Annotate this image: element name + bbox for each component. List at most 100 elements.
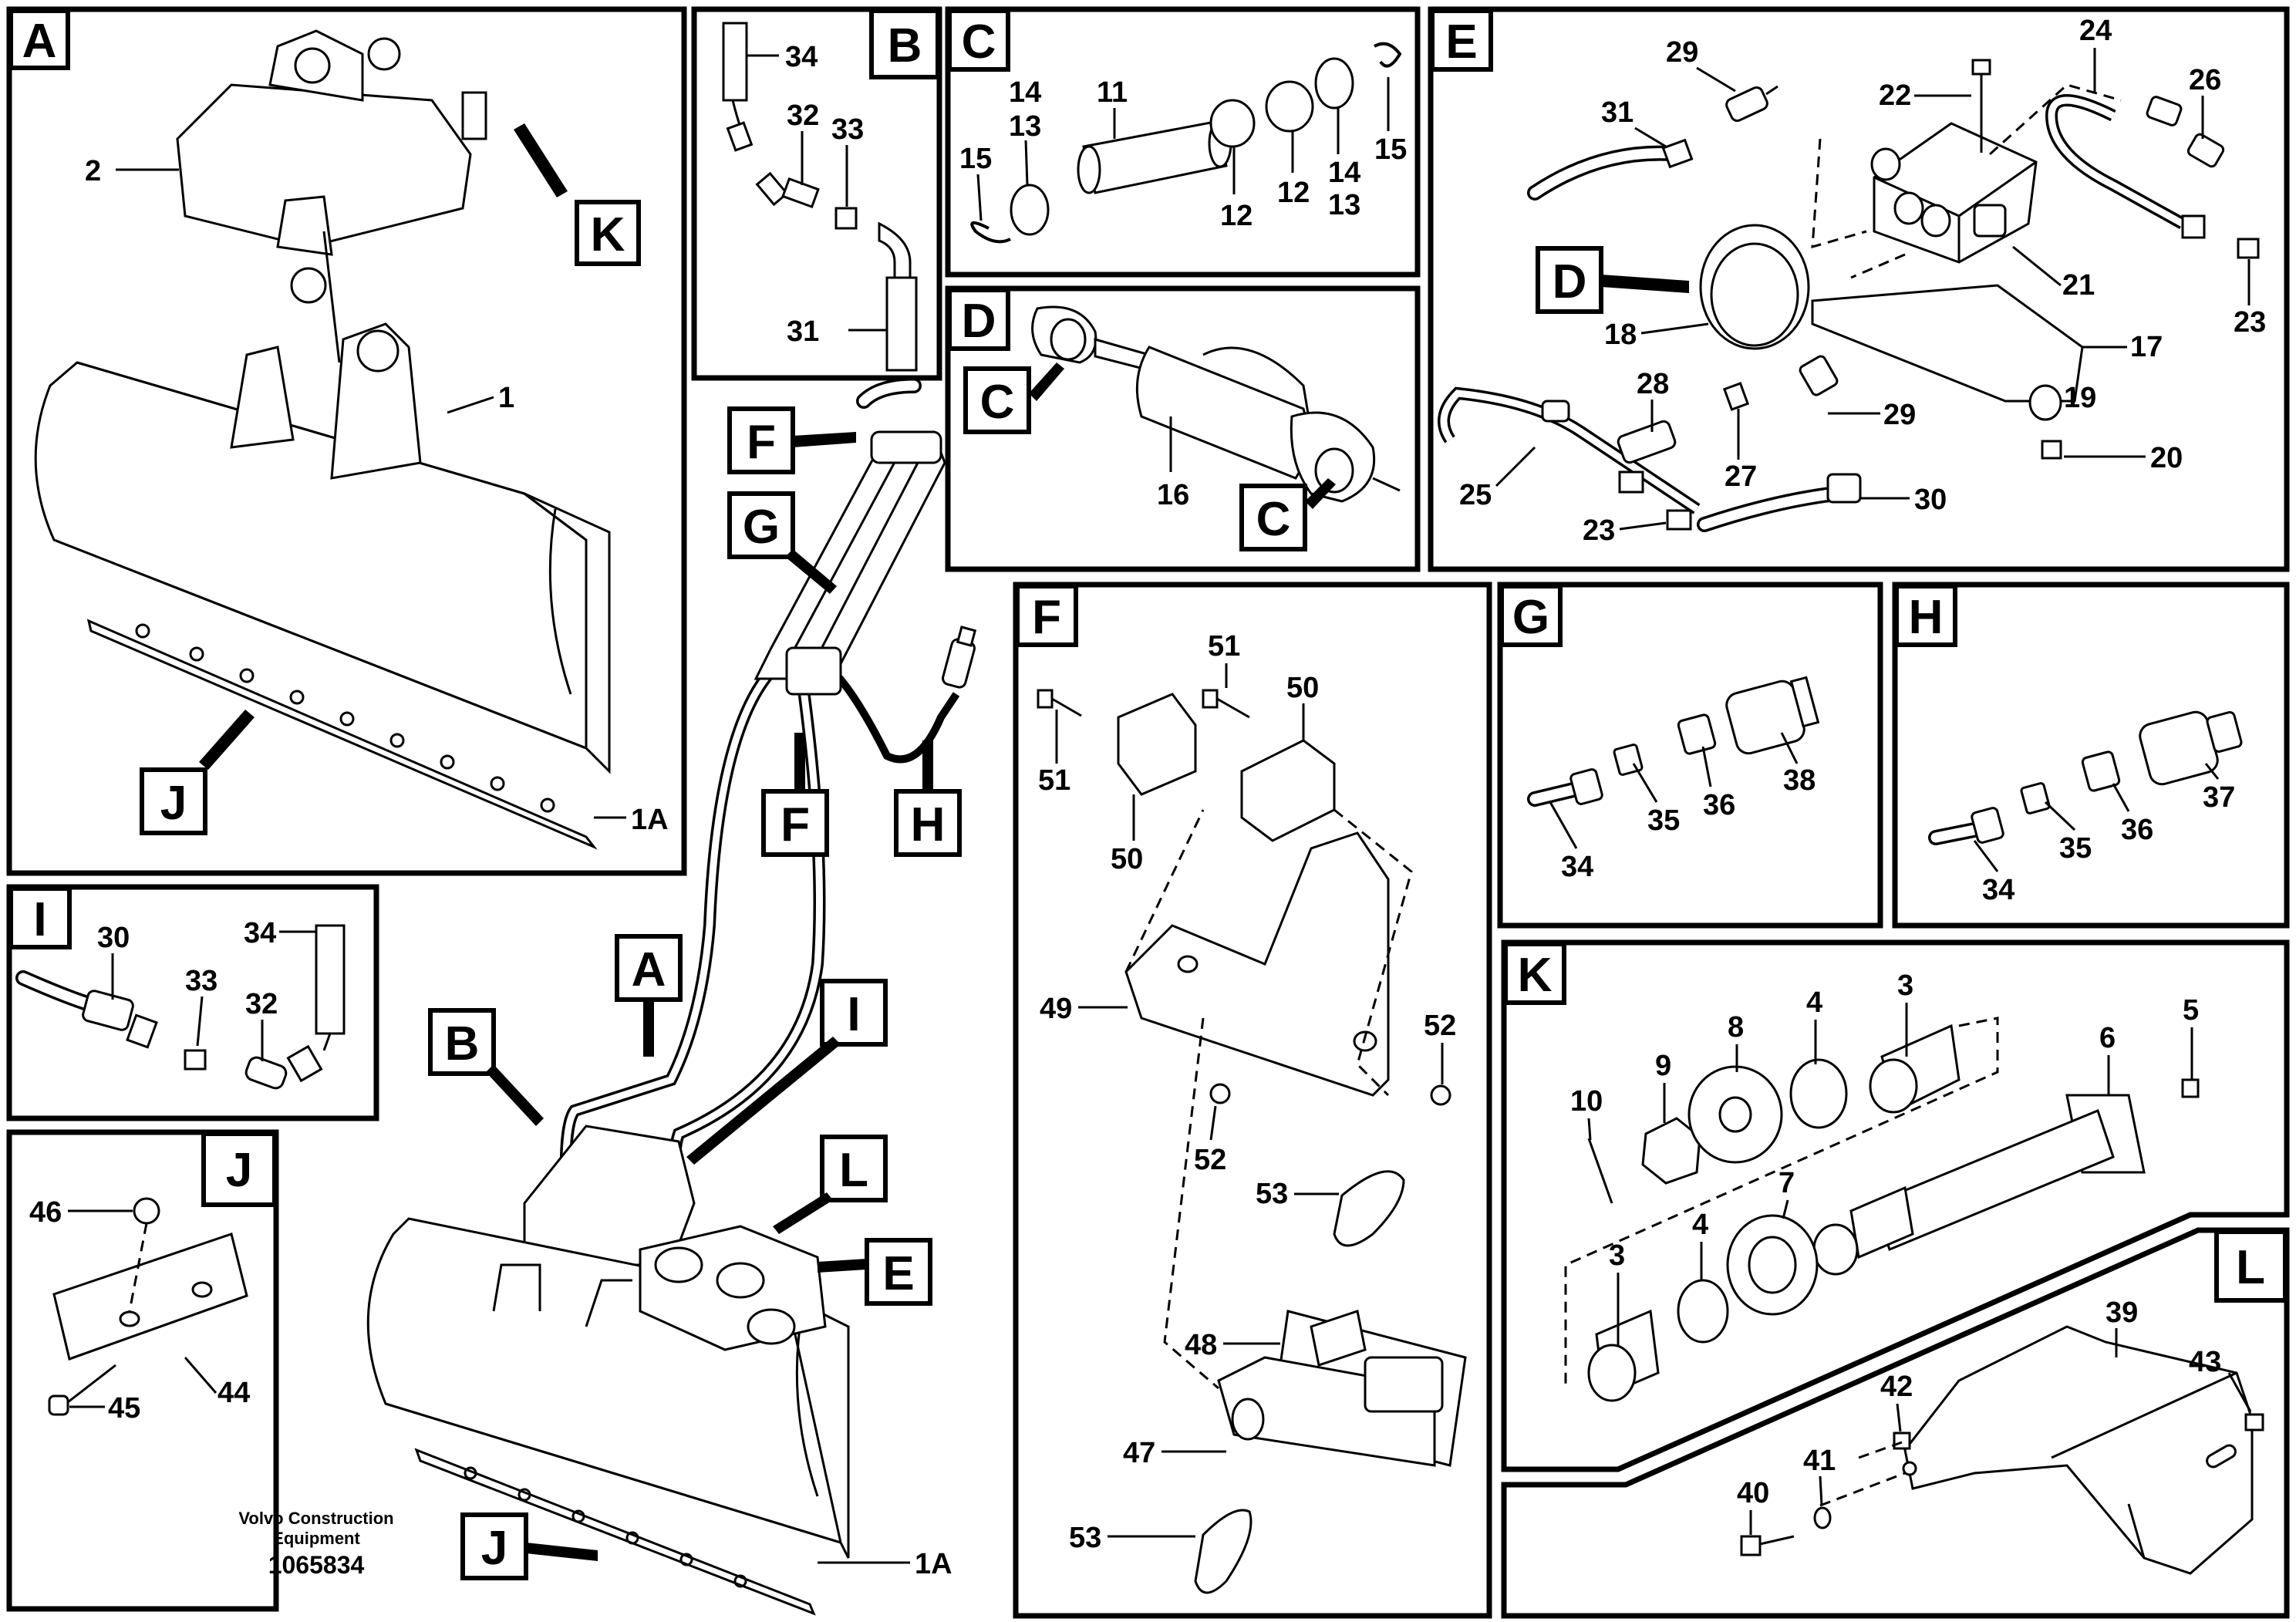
svg-text:H: H [911,798,946,851]
svg-text:50: 50 [1111,843,1143,875]
svg-text:53: 53 [1069,1522,1101,1554]
valve-block [1873,122,2038,264]
panel-g-drawing [1527,676,1820,807]
svg-text:25: 25 [1459,479,1492,511]
panel-j-drawing [48,1197,248,1416]
svg-text:35: 35 [2059,832,2092,865]
svg-text:8: 8 [1728,1011,1744,1044]
svg-text:21: 21 [2062,269,2095,302]
section-tag-j: J [201,1131,277,1207]
svg-text:50: 50 [1286,672,1319,704]
panel-h-callouts: 37 35 36 34 [1973,763,2235,906]
bracket-49 [1124,831,1390,1097]
cutting-edge [86,619,598,850]
svg-text:36: 36 [2121,814,2153,846]
panel-a-callouts: 2 1 1A K J [85,123,669,836]
svg-text:3: 3 [1897,969,1913,1002]
svg-text:34: 34 [1982,874,2014,906]
svg-text:34: 34 [1561,851,1593,883]
panel-h-drawing [1928,710,2243,845]
svg-text:13: 13 [1009,110,1041,143]
svg-text:43: 43 [2189,1346,2221,1378]
svg-text:G: G [1512,591,1549,644]
svg-text:20: 20 [2150,442,2183,474]
svg-text:1: 1 [498,382,514,414]
svg-text:I: I [33,893,46,946]
svg-text:53: 53 [1256,1178,1288,1210]
overview-cutting-edge [414,1448,816,1616]
svg-text:I: I [847,988,860,1041]
section-tag-d: D [947,288,1010,351]
svg-text:2: 2 [85,155,101,187]
svg-text:47: 47 [1123,1437,1155,1469]
svg-text:J: J [481,1522,507,1575]
svg-text:28: 28 [1637,368,1669,400]
svg-text:29: 29 [1666,36,1698,69]
svg-text:33: 33 [185,965,217,997]
svg-text:12: 12 [1220,200,1253,232]
svg-text:44: 44 [217,1377,250,1409]
svg-text:14: 14 [1009,76,1041,109]
panel-k-drawing [1564,1017,2200,1402]
panel-e-frame [1428,6,2290,572]
svg-text:9: 9 [1655,1050,1671,1082]
svg-text:A: A [632,943,666,996]
overview-drawing [366,378,977,1616]
svg-text:K: K [591,208,625,261]
svg-text:13: 13 [1328,189,1360,221]
overview-callouts: F G F H B A I L E J 1A [428,406,962,1580]
svg-text:L: L [839,1144,868,1197]
svg-text:41: 41 [1803,1445,1836,1477]
svg-text:K: K [1518,949,1553,1002]
svg-text:31: 31 [787,315,819,348]
svg-text:17: 17 [2130,331,2163,363]
svg-text:A: A [22,15,57,68]
svg-text:3: 3 [1609,1239,1625,1272]
panel-b-frame [691,6,942,381]
section-tag-g: G [1499,584,1563,647]
svg-text:F: F [747,416,776,469]
svg-text:G: G [743,501,780,554]
svg-text:29: 29 [1883,399,1916,431]
panel-e-drawing [1438,59,2260,532]
svg-text:5: 5 [2183,994,2199,1027]
svg-text:30: 30 [97,922,130,954]
panel-d-frame [945,285,1421,572]
panel-c-callouts: 11 14 13 15 12 12 14 13 15 [959,76,1407,232]
panel-j-callouts: 46 45 44 [29,1196,250,1425]
svg-text:4: 4 [1692,1209,1708,1241]
svg-text:52: 52 [1194,1144,1226,1176]
svg-text:F: F [1032,591,1061,644]
svg-text:38: 38 [1783,764,1816,797]
bucket-side-plate [524,492,611,774]
panel-d-drawing [1031,305,1401,503]
panel-i-frame [6,884,379,1121]
panel-i-drawing [15,924,346,1090]
svg-text:B: B [445,1017,480,1071]
svg-text:42: 42 [1880,1371,1913,1403]
block-50-left [1117,693,1197,796]
svg-text:39: 39 [2106,1297,2138,1329]
panel-k-callouts: 3 4 8 9 10 5 6 3 4 7 [1570,969,2199,1345]
svg-text:C: C [962,15,996,69]
svg-text:23: 23 [2234,306,2266,339]
svg-text:12: 12 [1277,177,1310,209]
svg-text:F: F [781,798,810,851]
svg-text:22: 22 [1879,79,1911,112]
svg-text:7: 7 [1778,1167,1795,1199]
panel-j-frame [6,1129,279,1612]
svg-text:36: 36 [1703,789,1735,821]
brand-name: Volvo Construction [238,1509,393,1528]
svg-text:1A: 1A [915,1548,952,1580]
panel-e-callouts: 29 31 22 24 26 21 23 D 18 17 28 29 19 25… [1459,15,2266,547]
panel-c-frame [945,6,1421,278]
svg-text:26: 26 [2189,64,2221,96]
panel-a-frame [6,6,687,876]
svg-text:1A: 1A [631,804,669,836]
svg-text:16: 16 [1157,479,1189,511]
svg-text:J: J [226,1144,252,1197]
section-tag-i: I [8,886,72,949]
castle-nut-9 [1641,1117,1701,1185]
panel-f-callouts: 51 50 51 50 49 52 52 53 48 47 53 [1038,630,1456,1554]
